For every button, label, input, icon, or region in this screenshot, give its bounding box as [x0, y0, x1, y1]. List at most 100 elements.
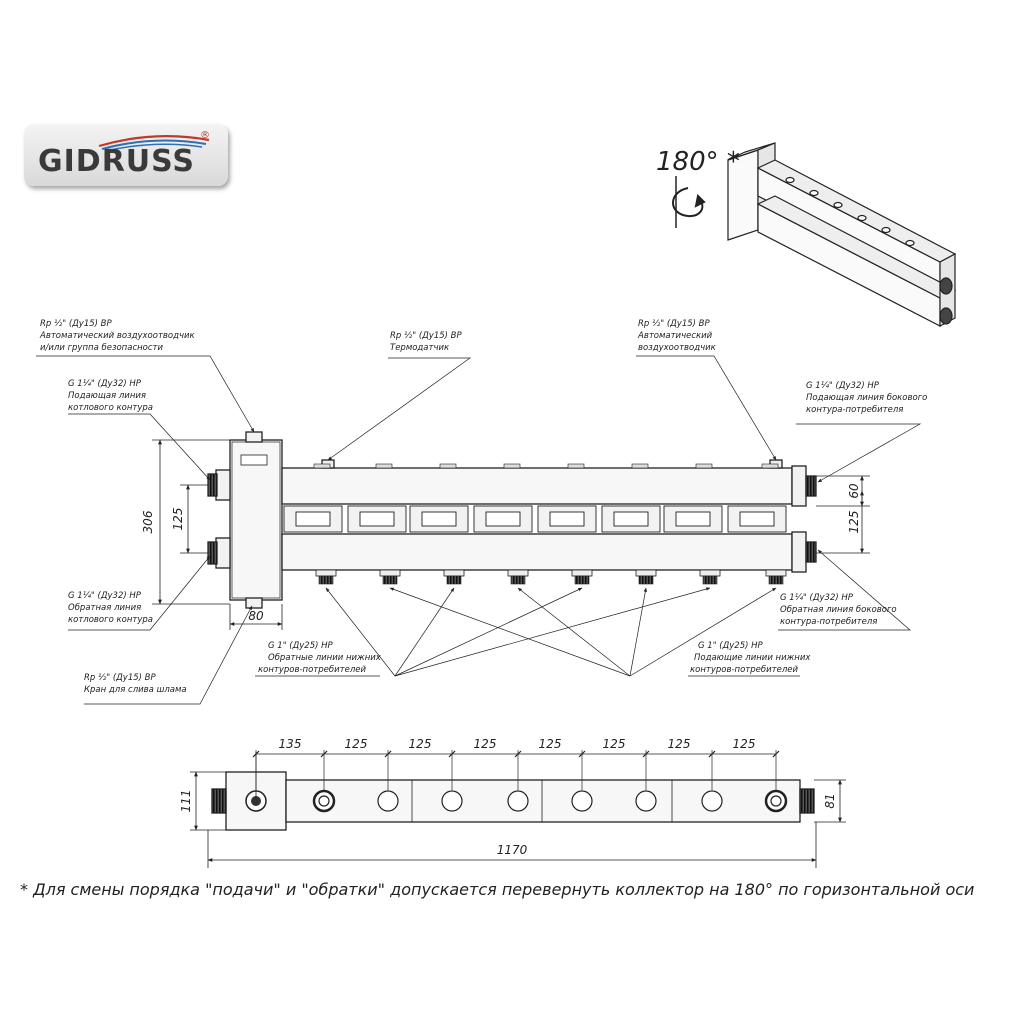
plan-port	[441, 790, 463, 812]
plan-port	[635, 790, 657, 812]
outlet-nut	[379, 569, 401, 577]
outlet-nut	[315, 569, 337, 577]
dim-top-spacing: 125	[668, 737, 691, 751]
label-air-vent-right-name: Автоматический	[637, 331, 713, 341]
outlet-thread	[702, 575, 718, 585]
separator-top-port	[245, 431, 263, 443]
insulation-window	[549, 511, 585, 527]
iso-port	[833, 201, 843, 209]
label-air-vent-left-note: и/или группа безопасности	[40, 343, 164, 353]
dim-top-spacing: 125	[474, 737, 497, 751]
brand-reg-mark: ®	[200, 130, 210, 141]
left-upper-thread	[207, 473, 218, 497]
top-plug	[375, 463, 393, 469]
dim-top-spacing: 125	[733, 737, 756, 751]
label-supply-side-note: контура-потребителя	[806, 405, 903, 415]
plan-port-inner	[770, 795, 782, 807]
label-return-boiler-spec: G 1¼" (Ду32) НР	[68, 591, 142, 601]
lower-pipe	[281, 533, 793, 571]
dim-pipe-height-right: 60	[847, 483, 861, 499]
outlet-thread	[382, 575, 398, 585]
iso-port	[809, 189, 819, 197]
plan-top-tick-mark	[448, 750, 456, 758]
right-upper-thread	[805, 475, 817, 497]
iso-outlet-upper	[939, 277, 953, 295]
leader-supply-outlet	[389, 587, 631, 677]
iso-port	[905, 239, 915, 247]
rotation-label: 180° *	[656, 147, 740, 177]
dim-plan-depth-right: 81	[823, 793, 837, 808]
top-plug	[567, 463, 585, 469]
plan-top-tick-mark	[252, 750, 260, 758]
label-return-boiler-note: котлового контура	[68, 615, 153, 625]
left-lower-nozzle	[215, 537, 231, 569]
outlet-nut	[443, 569, 465, 577]
top-plug	[695, 463, 713, 469]
leader-return-outlet	[394, 587, 583, 677]
outlet-thread	[574, 575, 590, 585]
dim-block-width: 80	[248, 609, 264, 623]
label-supply-side-name: Подающая линия бокового	[806, 393, 927, 403]
insulation-window	[675, 511, 711, 527]
dim-pipe-spacing-right: 125	[847, 511, 861, 534]
label-air-vent-left-name: Автоматический воздухоотводчик	[39, 331, 196, 341]
outlet-thread	[318, 575, 334, 585]
label-return-lower-spec: G 1" (Ду25) НР	[268, 641, 334, 651]
outlet-nut	[765, 569, 787, 577]
plan-port	[571, 790, 593, 812]
dim-height-total: 306	[141, 510, 155, 533]
insulation-blocks	[283, 505, 787, 533]
label-supply-boiler-name: Подающая линия	[68, 391, 146, 401]
dim-plan-depth-left: 111	[179, 790, 193, 813]
front-dimensions	[152, 439, 870, 630]
outlet-nut	[699, 569, 721, 577]
footnote: * Для смены порядка "подачи" и "обратки"…	[20, 880, 975, 899]
plan-top-tick-mark	[384, 750, 392, 758]
plan-port	[507, 790, 529, 812]
plan-port	[701, 790, 723, 812]
outlet-thread	[768, 575, 784, 585]
top-plug	[503, 463, 521, 469]
plan-top-tick-mark	[642, 750, 650, 758]
plan-body	[285, 779, 801, 823]
label-thermo-name: Термодатчик	[390, 343, 450, 353]
hydro-separator	[229, 439, 283, 601]
top-plug	[313, 463, 331, 469]
label-return-side-name: Обратная линия бокового	[780, 605, 897, 615]
left-lower-thread	[207, 541, 218, 565]
dim-pipe-spacing-left: 125	[171, 508, 185, 531]
right-lower-nozzle	[791, 531, 807, 573]
separator-drain-port	[245, 597, 263, 609]
label-supply-boiler-note: котлового контура	[68, 403, 153, 413]
plan-left-thread	[211, 788, 227, 814]
plan-separator-port-core	[251, 796, 261, 806]
insulation-window	[739, 511, 775, 527]
outlet-nut	[507, 569, 529, 577]
label-return-side-spec: G 1¼" (Ду32) НР	[780, 593, 854, 603]
outlet-thread	[638, 575, 654, 585]
brand-logo: GIDRUSS ®	[24, 124, 228, 186]
dim-top-spacing: 125	[603, 737, 626, 751]
plan-ports	[245, 789, 788, 813]
label-supply-lower-note: контуров-потребителей	[690, 665, 798, 675]
rotation-arrow-icon	[672, 176, 706, 228]
bottom-outlets	[315, 569, 787, 585]
plan-top-tick-mark	[578, 750, 586, 758]
top-plug	[761, 463, 779, 469]
outlet-thread	[446, 575, 462, 585]
leader-lines	[36, 355, 922, 705]
right-lower-thread	[805, 541, 817, 563]
upper-pipe	[281, 467, 793, 505]
brand-name: GIDRUSS	[38, 144, 196, 179]
front-view	[207, 431, 817, 609]
left-upper-nozzle	[215, 469, 231, 501]
outlet-thread	[510, 575, 526, 585]
outlet-leader-fan	[325, 587, 777, 677]
label-return-boiler-name: Обратная линия	[68, 603, 141, 613]
leader-return-outlet	[394, 587, 711, 677]
insulation-window	[295, 511, 331, 527]
dim-total-length: 1170	[497, 843, 528, 857]
label-supply-boiler-spec: G 1¼" (Ду32) НР	[68, 379, 142, 389]
iso-port	[857, 214, 867, 222]
